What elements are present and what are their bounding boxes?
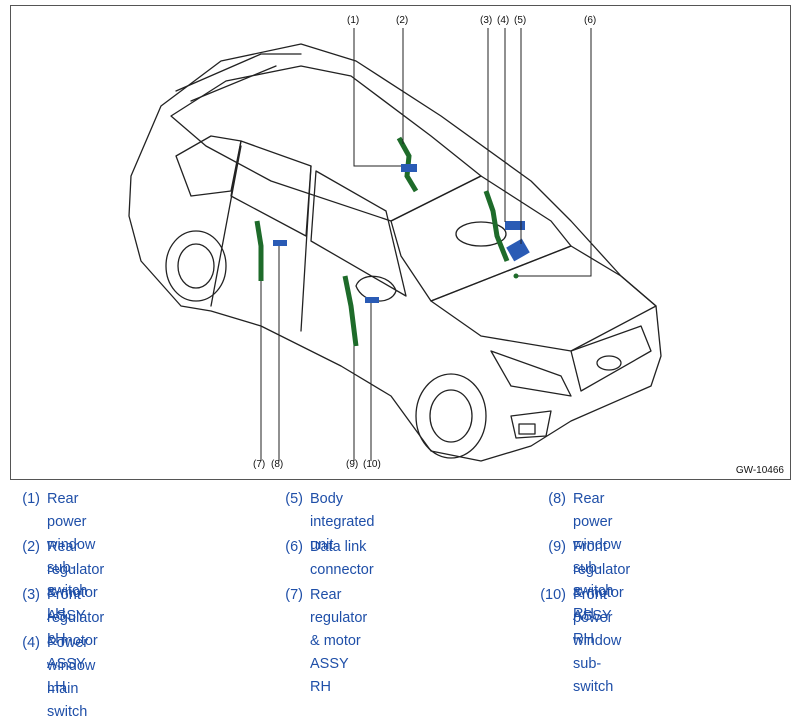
- legend-number: (10): [540, 587, 566, 603]
- data-link-connector: [513, 273, 519, 279]
- regulator-front-rh: [342, 275, 359, 347]
- steering-wheel: [455, 221, 507, 247]
- vehicle-diagram: (1) (2) (3) (4) (5) (6) (7) (8) (9) (10)…: [10, 5, 791, 480]
- legend-number: (5): [285, 491, 303, 507]
- callout-7: (7): [253, 459, 266, 470]
- legend-label: Rear power window sub-switch LH: [47, 491, 96, 622]
- car-body-outline: [128, 43, 662, 462]
- callout-9: (9): [346, 459, 359, 470]
- legend-number: (9): [548, 539, 566, 555]
- legend-number: (7): [285, 587, 303, 603]
- legend-label: Power window main switch: [47, 635, 96, 720]
- leader-lines: [260, 28, 592, 461]
- callout-4: (4): [497, 15, 510, 26]
- body-integrated-unit: [506, 238, 530, 262]
- legend-label: Data link connector: [310, 539, 374, 578]
- regulator-front-lh: [483, 190, 510, 262]
- legend-label: Body integrated unit: [310, 491, 375, 553]
- legend-number: (4): [22, 635, 40, 651]
- rear-door-window: [230, 140, 312, 237]
- legend-number: (3): [22, 587, 40, 603]
- rear-wheel: [165, 230, 227, 302]
- switch-front: [365, 297, 379, 303]
- switch-rear-lh: [401, 164, 417, 172]
- switch-main: [505, 221, 525, 230]
- roof-outline: [170, 65, 482, 222]
- regulator-rear-rh: [254, 220, 264, 281]
- legend-number: (2): [22, 539, 40, 555]
- front-door-window: [310, 170, 407, 297]
- figure-code: GW-10466: [735, 465, 784, 476]
- legend-number: (6): [285, 539, 303, 555]
- legend-label: Rear power window sub-switch RH: [573, 491, 622, 622]
- callout-2: (2): [396, 15, 409, 26]
- hood-outline: [430, 245, 657, 352]
- grille: [570, 325, 652, 392]
- callout-10: (10): [363, 459, 381, 470]
- legend-number: (1): [22, 491, 40, 507]
- legend-label: Front power window sub-switch: [573, 587, 622, 695]
- component-markers: [254, 28, 592, 461]
- switch-rear-rh: [273, 240, 287, 246]
- front-wheel: [415, 373, 487, 459]
- legend-number: (8): [548, 491, 566, 507]
- callout-8: (8): [271, 459, 284, 470]
- callout-6: (6): [584, 15, 597, 26]
- callout-5: (5): [514, 15, 527, 26]
- callout-3: (3): [480, 15, 493, 26]
- callout-1: (1): [347, 15, 360, 26]
